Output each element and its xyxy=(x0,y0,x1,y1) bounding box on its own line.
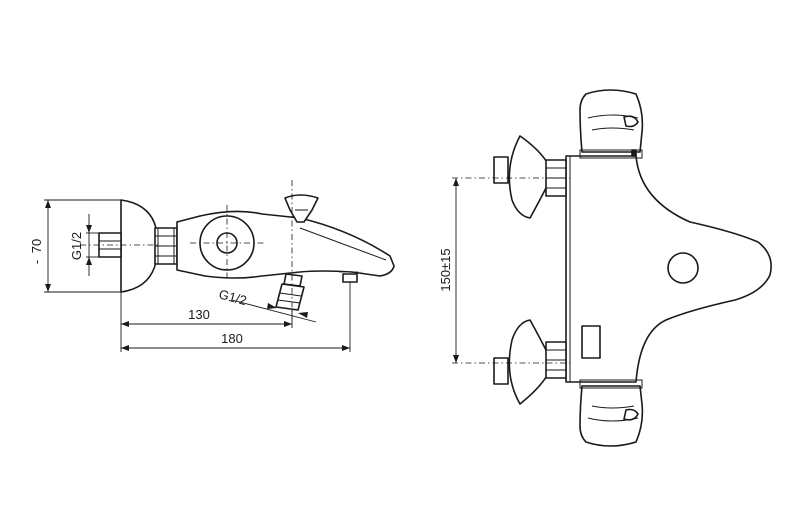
dim-thread-bottom-label: G1/2 xyxy=(217,286,248,308)
dim-height-label: 70 xyxy=(29,239,44,253)
svg-text:-: - xyxy=(29,260,44,264)
lower-inlet xyxy=(493,319,567,405)
front-control-knob xyxy=(667,252,699,284)
bottom-handle xyxy=(579,385,644,447)
dim-130-label: 130 xyxy=(188,307,210,322)
dim-180-label: 180 xyxy=(221,331,243,346)
dim-thread-left-label: G1/2 xyxy=(69,232,84,260)
side-view: 70 - G1/2 G1/2 130 180 xyxy=(29,180,395,352)
spout-outlet xyxy=(342,273,358,283)
wall-flange xyxy=(120,199,157,293)
top-handle xyxy=(579,89,644,153)
diverter-knob xyxy=(284,194,319,223)
dim-spacing-label: 150±15 xyxy=(438,248,453,291)
shower-outlet xyxy=(275,273,305,311)
upper-inlet xyxy=(493,135,567,219)
label-plate xyxy=(581,325,601,359)
front-view: 150±15 xyxy=(438,89,772,447)
